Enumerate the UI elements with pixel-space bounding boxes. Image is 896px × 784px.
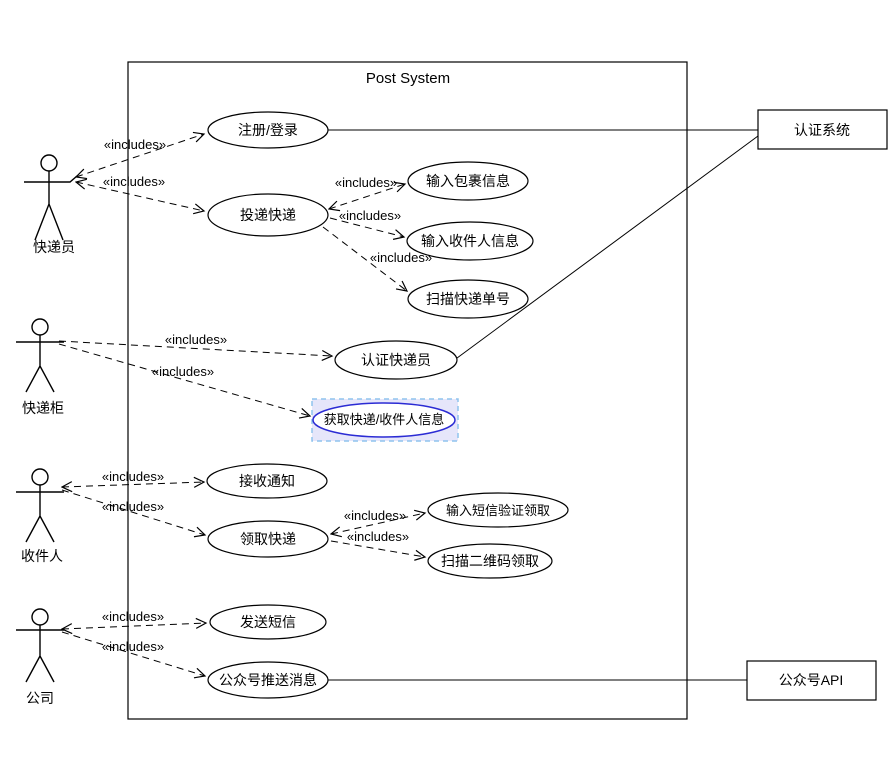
actor-recipient[interactable]: 收件人 [16,468,64,564]
connector-courier-register [76,134,204,177]
actor-courier-head [40,154,58,172]
usecase-pickup-package[interactable]: 领取快递 [207,520,329,558]
usecase-deliver-package[interactable]: 投递快递 [207,193,329,237]
usecase-enter-package-info-shape [407,161,529,201]
usecase-receive-notification[interactable]: 接收通知 [206,463,328,499]
external-official-account-api[interactable]: 公众号API [746,660,877,701]
external-auth-system[interactable]: 认证系统 [757,109,888,150]
include-label: «includes» [103,174,165,189]
actor-courier[interactable]: 快递员 [24,154,78,255]
external-auth-system-box [757,109,888,150]
include-label: «includes» [165,332,227,347]
usecase-send-sms-label: 发送短信 [240,614,296,630]
usecase-pickup-package-label: 领取快递 [240,531,296,547]
actor-recipient-figure [16,485,64,543]
actor-company-label: 公司 [26,690,54,706]
include-label: «includes» [104,137,166,152]
usecase-scan-qrcode-pickup-shape [427,543,553,579]
actor-recipient-head [31,468,49,486]
actor-locker-figure [16,335,64,393]
system-boundary [127,61,688,720]
usecase-enter-recipient-info-shape [406,221,534,261]
include-label: «includes» [102,499,164,514]
actor-company-head [31,608,49,626]
connector-deliver-packageinfo [329,184,405,209]
usecase-authenticate-courier-shape [334,340,458,380]
usecase-enter-recipient-info[interactable]: 输入收件人信息 [406,221,534,261]
include-label: «includes» [339,208,401,223]
actor-courier-label: 快递员 [33,239,75,255]
system-boundary-title: Post System [366,70,450,87]
include-label: «includes» [335,175,397,190]
actor-locker-label: 快递柜 [22,400,64,416]
usecase-authenticate-courier-label: 认证快递员 [361,352,431,368]
usecase-enter-recipient-info-label: 输入收件人信息 [421,233,519,249]
usecase-register-login[interactable]: 注册/登录 [207,111,329,149]
connector-pickup-qrcode [330,540,427,561]
actor-locker-head [31,318,49,336]
actor-courier-figure [24,171,78,241]
connector-deliver-recipientinfo [329,217,406,240]
include-label: «includes» [102,609,164,624]
usecase-authenticate-courier[interactable]: 认证快递员 [334,340,458,380]
include-label: «includes» [370,250,432,265]
external-auth-system-label: 认证系统 [794,122,850,138]
actor-company-figure [16,625,64,683]
include-label: «includes» [102,639,164,654]
usecase-sms-verification-pickup-shape [427,492,569,528]
connector-deliver-scantracking [322,226,409,292]
usecase-get-package-recipient-info-shape [312,402,456,438]
actor-company[interactable]: 公司 [16,608,64,706]
link-authcourier-authsystem [452,135,759,362]
usecase-receive-notification-label: 接收通知 [239,473,295,489]
usecase-push-official-message-label: 公众号推送消息 [219,672,317,688]
connector-company-pushmessage [61,631,207,679]
usecase-sms-verification-pickup-label: 输入短信验证领取 [446,503,550,518]
usecase-register-login-shape [207,111,329,149]
usecase-scan-tracking-number-shape [407,279,529,319]
usecase-push-official-message-shape [207,661,329,699]
usecase-get-package-recipient-info[interactable]: 获取快递/收件人信息 [311,398,459,442]
connector-courier-deliver [76,182,204,211]
usecase-get-package-recipient-info-label: 获取快递/收件人信息 [324,412,445,427]
connector-locker-authcourier [58,340,334,361]
include-label: «includes» [102,469,164,484]
external-official-account-api-label: 公众号API [779,672,844,688]
connector-company-sendsms [62,623,206,629]
actor-recipient-label: 收件人 [21,548,63,564]
include-label: «includes» [344,508,406,523]
usecase-receive-notification-shape [206,463,328,499]
actor-locker[interactable]: 快递柜 [16,318,64,416]
usecase-scan-tracking-number[interactable]: 扫描快递单号 [407,279,529,319]
usecase-scan-tracking-number-label: 扫描快递单号 [426,291,510,307]
usecase-register-login-label: 注册/登录 [238,122,298,138]
include-label: «includes» [152,364,214,379]
include-label: «includes» [347,529,409,544]
usecase-deliver-package-label: 投递快递 [240,207,296,223]
connector-recipient-pickup [61,489,207,538]
external-official-account-api-box [746,660,877,701]
usecase-pickup-package-shape [207,520,329,558]
usecase-scan-qrcode-pickup[interactable]: 扫描二维码领取 [427,543,553,579]
usecase-enter-package-info-label: 输入包裹信息 [426,173,510,189]
usecase-send-sms[interactable]: 发送短信 [209,604,327,640]
usecase-deliver-package-shape [207,193,329,237]
connector-pickup-sms-verify [331,513,425,534]
usecase-push-official-message[interactable]: 公众号推送消息 [207,661,329,699]
usecase-send-sms-shape [209,604,327,640]
usecase-scan-qrcode-pickup-label: 扫描二维码领取 [441,553,539,569]
usecase-enter-package-info[interactable]: 输入包裹信息 [407,161,529,201]
connector-locker-getinfo [58,343,312,419]
usecase-sms-verification-pickup[interactable]: 输入短信验证领取 [427,492,569,528]
